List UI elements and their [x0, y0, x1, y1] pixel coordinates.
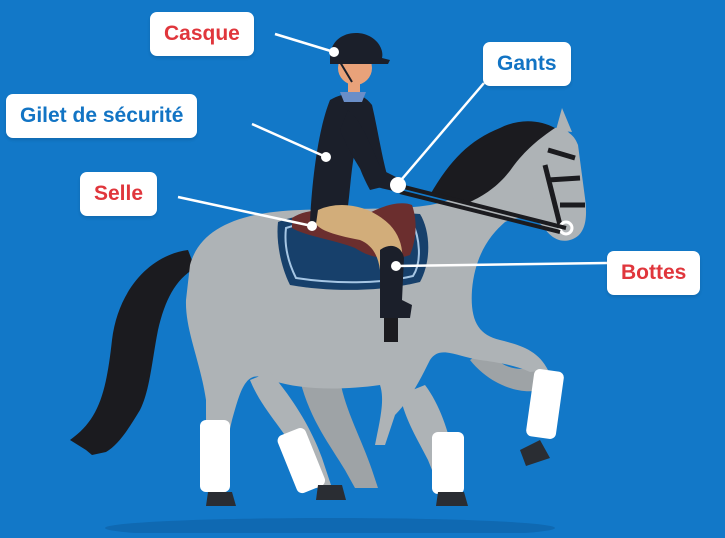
- rider-neck: [348, 80, 360, 94]
- rider-collar: [340, 92, 366, 102]
- hoof-1: [206, 492, 236, 506]
- wrap-back-far: [200, 420, 230, 492]
- wrap-front-near: [432, 432, 464, 494]
- dot-selle: [307, 221, 317, 231]
- label-gilet: Gilet de sécurité: [6, 94, 197, 138]
- dot-bottes: [391, 261, 401, 271]
- leader-line-gilet: [252, 124, 326, 157]
- dot-casque: [329, 47, 339, 57]
- dot-gants: [391, 181, 401, 191]
- label-selle: Selle: [80, 172, 157, 216]
- dot-gilet: [321, 152, 331, 162]
- ground-shadow: [105, 518, 555, 533]
- hoof-3: [436, 492, 468, 506]
- hoof-4: [520, 440, 550, 466]
- label-bottes: Bottes: [607, 251, 700, 295]
- label-casque: Casque: [150, 12, 254, 56]
- horse-ear: [556, 108, 572, 132]
- rider-helmet: [330, 33, 390, 64]
- leader-line-casque: [275, 34, 334, 52]
- label-gants: Gants: [483, 42, 571, 86]
- horse-tail: [70, 250, 195, 455]
- hoof-2: [316, 485, 346, 500]
